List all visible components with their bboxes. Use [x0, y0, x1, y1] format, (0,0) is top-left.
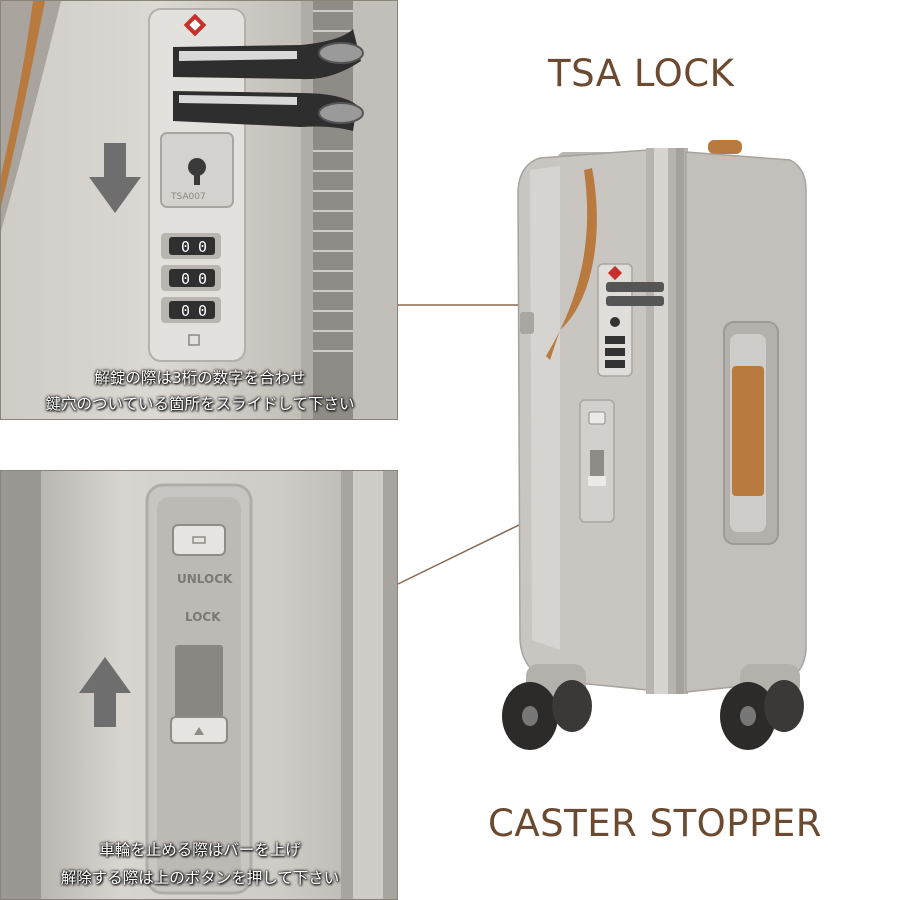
- zipper-teeth-main: [654, 148, 668, 694]
- suitcase-zipper-pull-2: [606, 296, 664, 306]
- front-leather-trim: [546, 168, 597, 360]
- rear-wheel: [720, 682, 776, 750]
- shell-rear: [685, 151, 807, 693]
- arrow-up-icon: [79, 657, 131, 727]
- caster-stopper-closeup-panel: UNLOCK LOCK 車輪を止める際はバーを上げ 解除する際は上のボタンを押し…: [0, 470, 398, 900]
- front-wheel: [502, 682, 558, 750]
- side-handle-recess: [723, 321, 779, 545]
- lock-label: LOCK: [185, 610, 221, 624]
- tsa-caption-line1: 解錠の際は3桁の数字を合わせ: [94, 369, 306, 387]
- unlock-button[interactable]: [172, 524, 226, 556]
- suitcase-zipper-pull-1: [606, 282, 664, 292]
- dial-1-digit: 0: [181, 238, 190, 256]
- shell-edge: [1, 471, 41, 899]
- dial-3-digit-b: 0: [198, 302, 207, 320]
- shell-front: [517, 149, 649, 691]
- top-handle-leather: [708, 140, 742, 154]
- tsa-lock-closeup-photo: TSA007 0 0 0 0 0 0: [1, 1, 397, 419]
- tsa-caption-line2: 鍵穴のついている箇所をスライドして下さい: [45, 395, 355, 413]
- zipper-gusset: [646, 148, 688, 694]
- leather-trim: [1, 1, 45, 206]
- dial-3: [169, 301, 215, 319]
- zipper-teeth: [353, 471, 383, 899]
- unlock-button-icon: [192, 536, 206, 544]
- suitcase-dial-2: [605, 348, 625, 356]
- arrow-down-icon: [89, 143, 141, 213]
- side-handle-leather: [732, 366, 764, 496]
- rear-wheel-inner: [764, 680, 804, 732]
- dial-2-digit-b: 0: [198, 270, 207, 288]
- rear-wheel-housing: [740, 664, 800, 698]
- caster-stopper-closeup-photo: UNLOCK LOCK: [1, 471, 397, 899]
- suitcase-keyhole-icon: [610, 317, 620, 327]
- dial-1: [169, 237, 215, 255]
- suitcase-stopper-slider: [588, 476, 606, 486]
- unlock-label: UNLOCK: [177, 572, 233, 586]
- suitcase-stopper-button: [588, 411, 606, 425]
- dial-3-digit: 0: [181, 302, 190, 320]
- zipper-pull-lower: [173, 91, 364, 131]
- slider-arrow-up-icon: [194, 727, 204, 735]
- shell-front-highlight: [530, 166, 560, 650]
- front-wheel-housing: [526, 664, 586, 698]
- suitcase-stopper-channel: [590, 450, 604, 486]
- dial-2-digit: 0: [181, 270, 190, 288]
- caster-caption-line2: 解除する際は上のボタンを押して下さい: [60, 869, 340, 887]
- suitcase-dial-3: [605, 360, 625, 368]
- suitcase-tsa-lock: [597, 263, 633, 377]
- keyhole-icon: [188, 158, 206, 176]
- suitcase-caster-stopper: [579, 399, 615, 523]
- combination-dials: 0 0 0 0 0 0: [161, 233, 221, 323]
- keyhole-text: TSA007: [170, 192, 206, 202]
- suitcase-tsa-logo: [607, 265, 623, 281]
- zipper-tape: [353, 1, 397, 419]
- shell-curve-shadow: [1, 1, 61, 231]
- side-handle-grip[interactable]: [730, 334, 766, 532]
- reset-button-icon: [188, 334, 200, 346]
- suitcase-dial-1: [605, 336, 625, 344]
- dial-2: [169, 269, 215, 287]
- caster-leader-line: [397, 504, 561, 585]
- top-handle: [558, 152, 678, 166]
- tsa-lock-title: TSA LOCK: [548, 52, 735, 95]
- caster-stopper-title: CASTER STOPPER: [488, 802, 823, 845]
- caster-caption-line1: 車輪を止める際はバーを上げ: [99, 841, 301, 859]
- tsa-lock-closeup-panel: TSA007 0 0 0 0 0 0 解錠の際は3桁の数字を合わせ 鍵穴のついて…: [0, 0, 398, 420]
- keyhole-slot: [194, 169, 200, 185]
- front-wheel-inner: [552, 680, 592, 732]
- side-latch: [520, 312, 534, 334]
- dial-1-digit-b: 0: [198, 238, 207, 256]
- zipper-pull-upper: [173, 29, 364, 80]
- zipper-seam: [676, 148, 684, 694]
